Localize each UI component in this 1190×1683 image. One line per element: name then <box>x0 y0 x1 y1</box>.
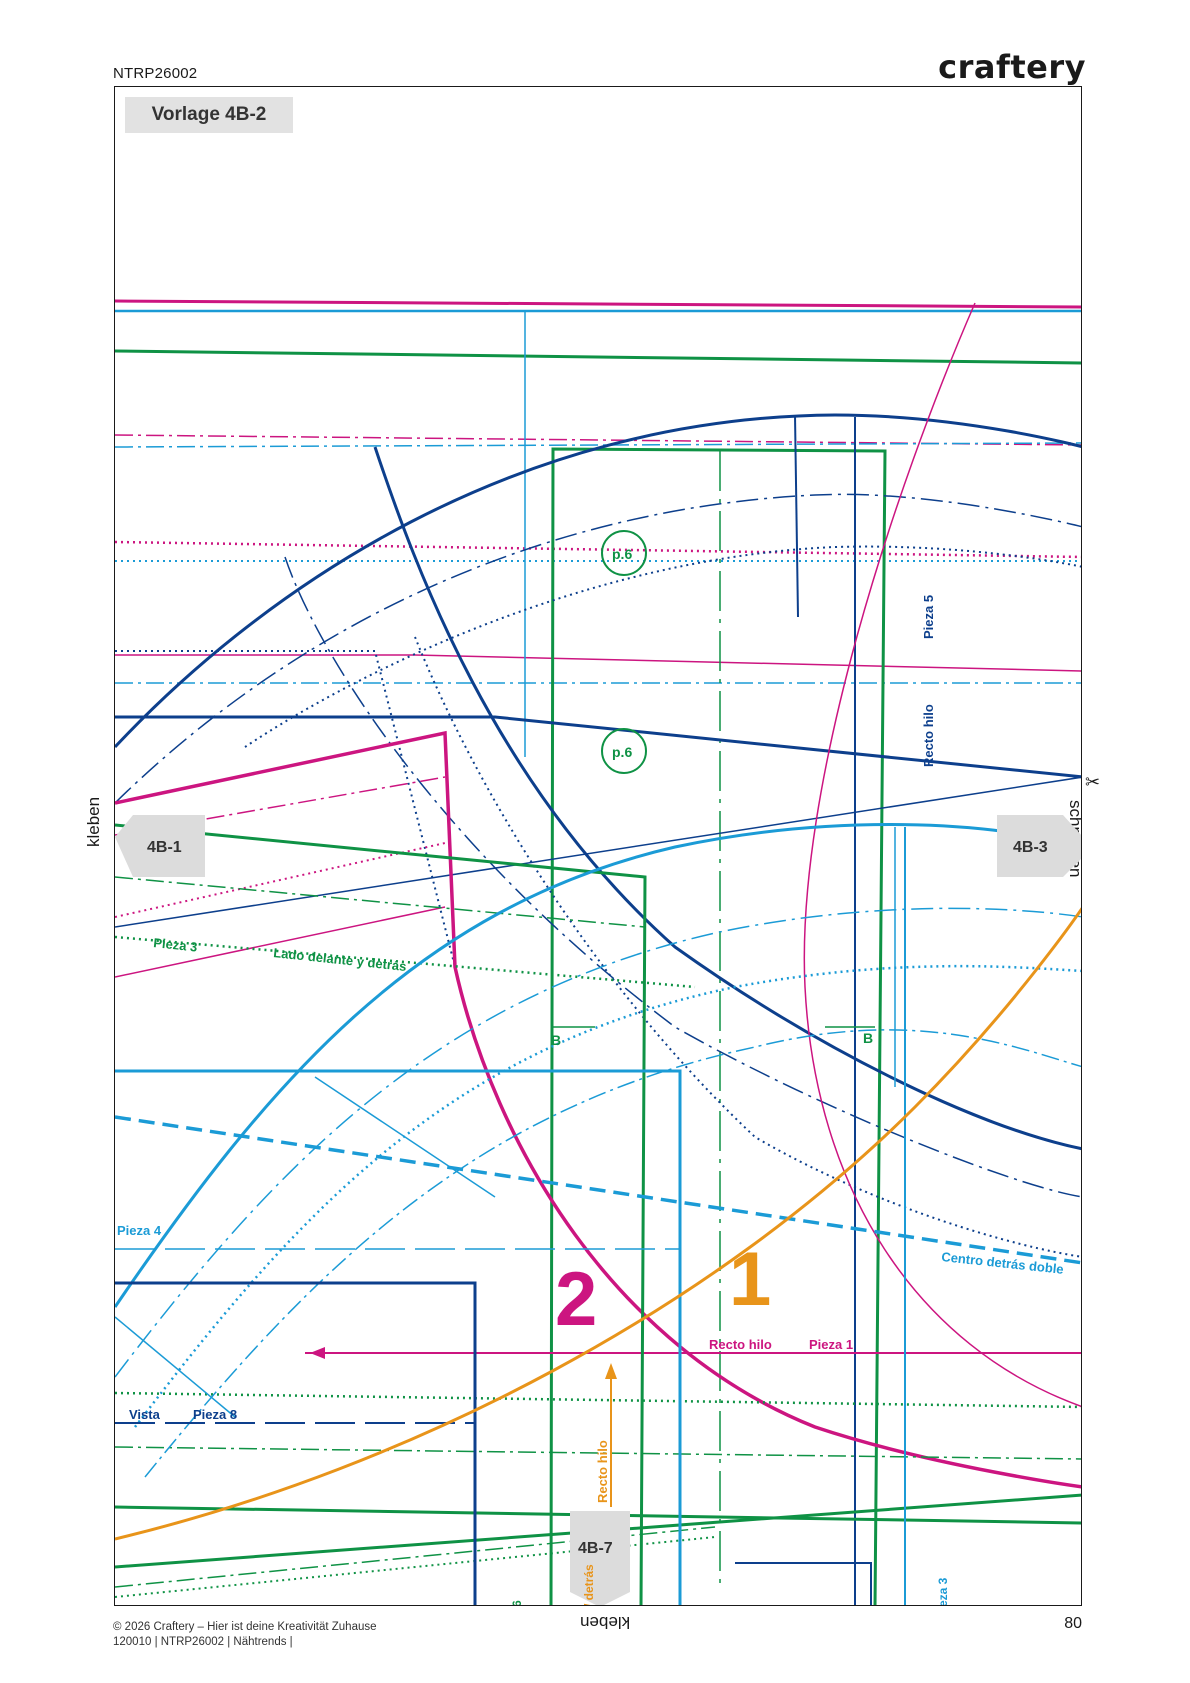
label-bottom-6: 6 <box>510 1600 524 1606</box>
footer-copyright: © 2026 Craftery – Hier ist deine Kreativ… <box>113 1620 377 1650</box>
label-vista: Vista <box>129 1407 161 1422</box>
label-bottom-detras: / detrás <box>582 1564 596 1606</box>
brand-logo: craftery <box>938 48 1086 86</box>
copyright-line-2: 120010 | NTRP26002 | Nähtrends | <box>113 1636 293 1648</box>
label-b-right: B <box>863 1030 873 1046</box>
scissors-icon: ✂ <box>1085 772 1101 792</box>
label-pieza1: Pieza 1 <box>809 1337 853 1352</box>
label-recto-hilo-horizontal: Recto hilo <box>709 1337 772 1352</box>
pattern-drawing: p.6 p.6 Pieza 5 Recto hilo Pieza 3 Lado … <box>115 299 1081 1606</box>
pattern-sheet: p.6 p.6 Pieza 5 Recto hilo Pieza 3 Lado … <box>114 86 1082 1606</box>
document-id: NTRP26002 <box>113 65 198 82</box>
label-pieza4: Pieza 4 <box>117 1223 162 1238</box>
page-number: 80 <box>1064 1615 1082 1632</box>
label-recto-hilo-vertical: Recto hilo <box>921 704 936 767</box>
template-title: Vorlage 4B-2 <box>125 97 293 133</box>
label-pieza3: Pieza 3 <box>153 935 198 955</box>
connector-left: 4B-1 <box>147 839 182 856</box>
label-recto-hilo-orange: Recto hilo <box>595 1440 610 1503</box>
label-pieza3-bottom: eza 3 <box>936 1577 950 1606</box>
label-b-left: B <box>551 1032 561 1048</box>
label-centro-detras: Centro detrás doble <box>941 1249 1065 1277</box>
side-label-kleben-left: kleben <box>84 796 103 847</box>
label-pieza5: Pieza 5 <box>921 595 936 639</box>
connector-right: 4B-3 <box>1013 839 1048 856</box>
label-pieza8: Pieza 8 <box>193 1407 237 1422</box>
label-lado-delante: Lado delante y detrás <box>273 945 407 974</box>
side-label-kleben-bottom: kleben <box>580 1613 631 1632</box>
label-piece-number-2: 2 <box>555 1257 597 1342</box>
copyright-line-1: © 2026 Craftery – Hier ist deine Kreativ… <box>113 1621 377 1633</box>
connector-bottom: 4B-7 <box>578 1540 613 1557</box>
label-p6-mid: p.6 <box>612 744 632 760</box>
label-piece-number-1: 1 <box>729 1237 771 1322</box>
label-p6-top: p.6 <box>612 546 632 562</box>
